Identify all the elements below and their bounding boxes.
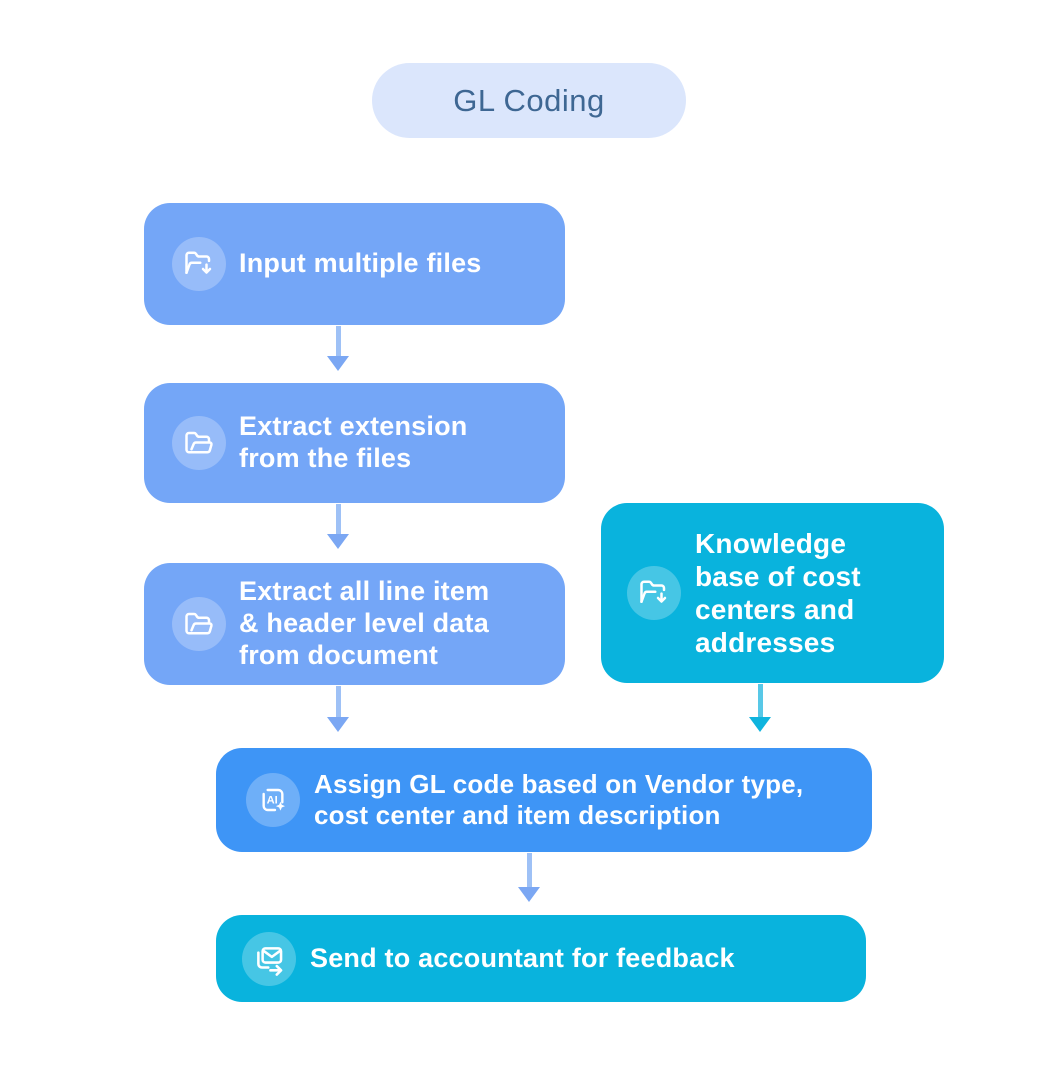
icon-circle xyxy=(627,566,681,620)
arrow-knowledge-to-assign xyxy=(749,684,771,732)
icon-circle xyxy=(172,237,226,291)
icon-circle xyxy=(172,597,226,651)
arrowhead-icon xyxy=(327,534,349,549)
folder-download-icon xyxy=(185,251,212,274)
node-extract-line-items: Extract all line item & header level dat… xyxy=(144,563,565,685)
node-label: Extract all line item & header level dat… xyxy=(239,576,490,670)
icon-circle xyxy=(172,416,226,470)
arrow-input-to-extension xyxy=(327,326,349,371)
icon-circle xyxy=(242,931,296,986)
node-assign-gl-code: AI Assign GL code based on Vendor type, … xyxy=(216,748,872,852)
node-input-multiple-files: Input multiple files xyxy=(144,203,565,325)
node-label: Assign GL code based on Vendor type, cos… xyxy=(314,769,804,830)
arrowhead-icon xyxy=(327,717,349,732)
arrowhead-icon xyxy=(518,887,540,902)
node-label: Extract extension from the files xyxy=(239,411,468,473)
folder-open-icon xyxy=(185,431,213,454)
node-knowledge-base: Knowledge base of cost centers and addre… xyxy=(601,503,944,683)
arrow-assign-to-send xyxy=(518,853,540,902)
folder-download-icon xyxy=(640,580,667,603)
icon-circle: AI xyxy=(246,773,300,827)
svg-text:AI: AI xyxy=(267,794,278,806)
flow-title-pill: GL Coding xyxy=(372,63,686,138)
arrow-extension-to-lineitems xyxy=(327,504,349,549)
node-label: Input multiple files xyxy=(239,248,482,279)
node-extract-extension: Extract extension from the files xyxy=(144,383,565,503)
mail-forward-icon xyxy=(257,946,283,976)
folder-open-icon xyxy=(185,612,213,635)
node-label: Send to accountant for feedback xyxy=(310,942,735,973)
node-send-feedback: Send to accountant for feedback xyxy=(216,915,866,1002)
node-label: Knowledge base of cost centers and addre… xyxy=(695,527,861,659)
arrow-lineitems-to-assign xyxy=(327,686,349,732)
arrowhead-icon xyxy=(327,356,349,371)
ai-sparkle-icon: AI xyxy=(262,788,285,812)
flow-title: GL Coding xyxy=(453,82,605,118)
arrowhead-icon xyxy=(749,717,771,732)
